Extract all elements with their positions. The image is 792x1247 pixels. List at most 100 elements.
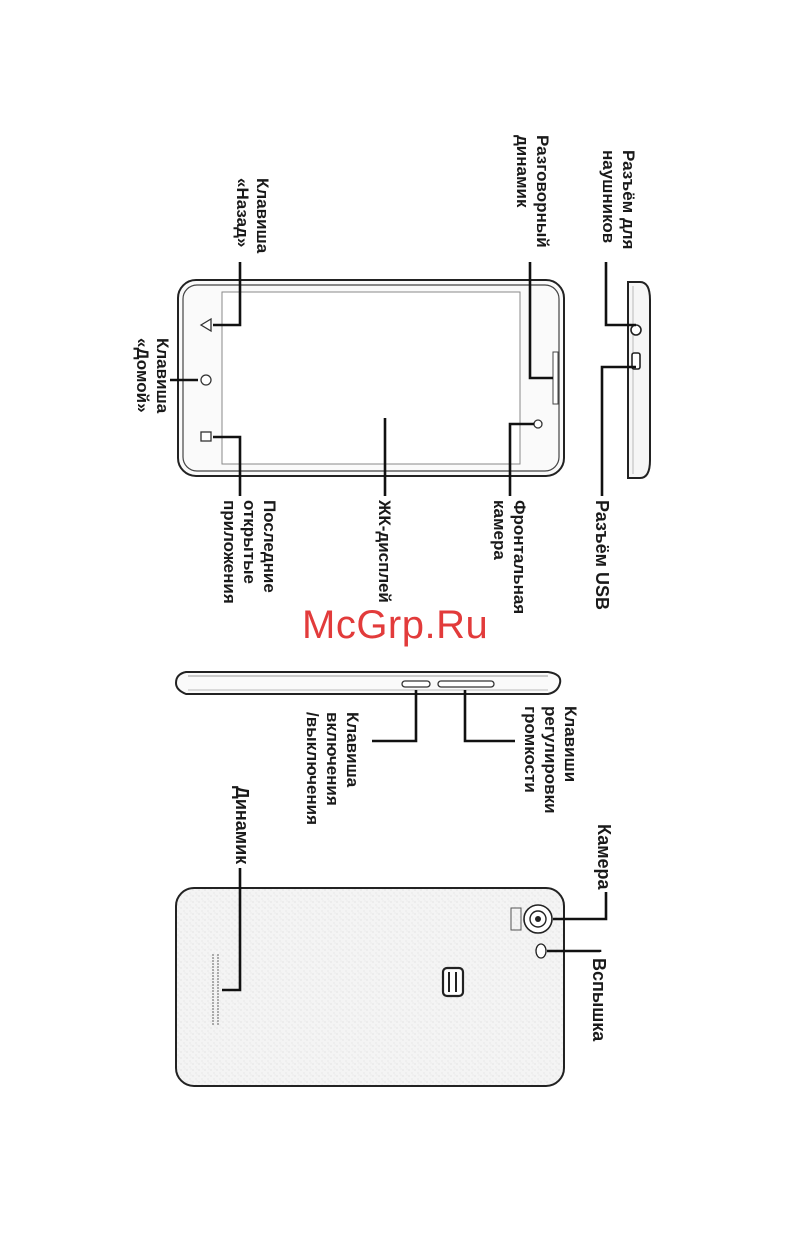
flash-icon [536,944,546,958]
speaker-hole [212,993,214,995]
speaker-hole [217,987,219,989]
label-home-key: Клавиша «Домой» [133,338,172,414]
label-line: наушников [599,150,618,243]
home-key-icon [201,375,211,385]
speaker-hole [217,1023,219,1025]
speaker-hole [217,954,219,956]
volume-keys-icon [438,681,494,687]
label-usb-port: Разъём USB [592,500,612,610]
speaker-hole [217,975,219,977]
front-camera-icon [534,420,542,428]
label-line: Последние [260,500,279,593]
label-front-camera: Фронтальная камера [490,500,529,614]
speaker-hole [212,975,214,977]
lcd-screen [222,292,520,464]
label-line: динамик [513,135,532,208]
label-line: регулировки [541,706,560,814]
label-line: Разъём USB [592,500,612,610]
speaker-hole [212,984,214,986]
speaker-hole [212,981,214,983]
label-flash: Вспышка [589,958,609,1042]
headphone-jack-icon [631,325,641,335]
label-volume-keys: Клавиши регулировки громкости [521,706,580,814]
label-line: камера [490,500,509,560]
speaker-hole [217,990,219,992]
speaker-hole [212,978,214,980]
speaker-hole [212,1017,214,1019]
label-back-key: Клавиша «Назад» [233,178,272,254]
label-headphone-jack: Разъём для наушников [599,150,638,249]
power-key-icon [402,681,430,687]
speaker-hole [217,963,219,965]
recent-apps-key-icon [201,432,211,441]
label-line: Вспышка [589,958,609,1042]
speaker-hole [212,957,214,959]
speaker-hole [217,999,219,1001]
speaker-hole [217,972,219,974]
speaker-hole [212,1005,214,1007]
label-line: «Домой» [133,338,152,413]
label-camera: Камера [594,824,614,891]
speaker-hole [212,999,214,1001]
label-line: Фронтальная [510,500,529,614]
back-view [176,888,564,1086]
label-recent-apps: Последние открытые приложения [220,500,279,604]
label-line: ЖК-дисплей [375,499,394,603]
label-line: Клавиши [561,706,580,782]
speaker-hole [212,954,214,956]
label-lcd: ЖК-дисплей [375,499,394,603]
speaker-hole [217,981,219,983]
label-speaker: Динамик [232,786,252,865]
speaker-hole [217,1008,219,1010]
speaker-hole [217,1005,219,1007]
speaker-hole [212,1014,214,1016]
speaker-hole [217,1002,219,1004]
speaker-hole [217,1020,219,1022]
watermark-text: McGrp.Ru [302,603,488,648]
speaker-hole [212,1020,214,1022]
speaker-hole [217,1014,219,1016]
label-line: Разговорный [533,135,552,248]
speaker-hole [217,960,219,962]
speaker-hole [212,966,214,968]
label-line: Камера [594,824,614,891]
speaker-hole [212,963,214,965]
speaker-hole [217,984,219,986]
speaker-hole [212,996,214,998]
label-power-key: Клавиша включения /выключения [303,712,362,825]
speaker-hole [217,1011,219,1013]
label-line: «Назад» [233,178,252,247]
label-line: приложения [220,500,239,604]
top-edge-view [628,282,650,478]
earpiece-slot [553,352,558,404]
label-line: громкости [521,706,540,793]
speaker-hole [212,1002,214,1004]
speaker-hole [217,1017,219,1019]
speaker-hole [217,978,219,980]
speaker-hole [217,993,219,995]
speaker-hole [217,996,219,998]
speaker-hole [212,1023,214,1025]
label-line: Разъём для [619,150,638,249]
label-line: Клавиша [153,338,172,414]
label-line: включения [323,712,342,806]
speaker-hole [212,990,214,992]
side-view [176,672,560,694]
label-line: /выключения [303,712,322,825]
speaker-hole [217,957,219,959]
front-view [178,280,564,476]
speaker-hole [217,969,219,971]
label-line: Динамик [232,786,252,865]
speaker-hole [212,1008,214,1010]
speaker-hole [212,960,214,962]
label-line: открытые [240,500,259,584]
speaker-hole [217,966,219,968]
speaker-hole [212,969,214,971]
speaker-hole [212,987,214,989]
brand-logo-icon [443,968,463,996]
label-line: Клавиша [343,712,362,788]
speaker-hole [212,1011,214,1013]
label-earpiece: Разговорный динамик [513,135,552,248]
label-line: Клавиша [253,178,272,254]
speaker-hole [212,972,214,974]
